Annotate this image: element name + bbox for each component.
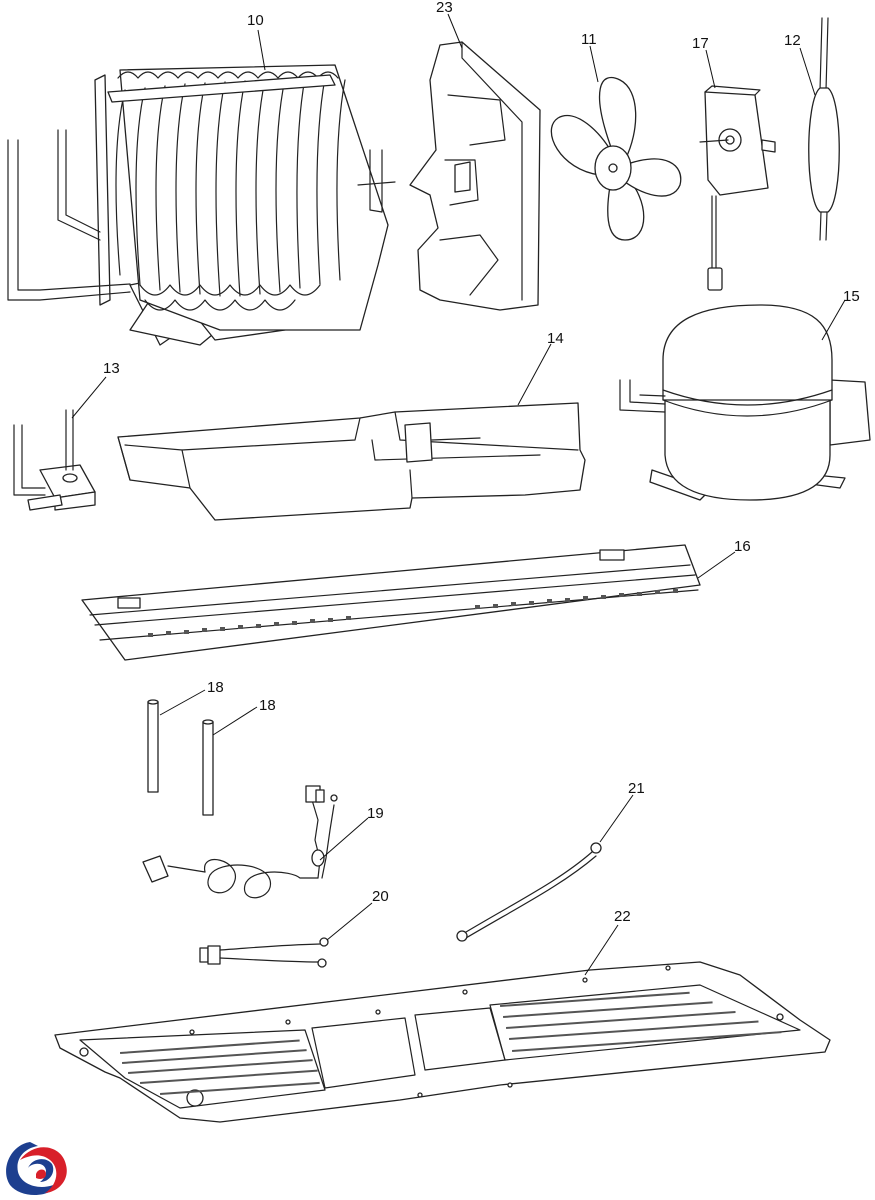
part-23-fan-shroud (409, 41, 541, 311)
callout-23: 23 (436, 0, 453, 16)
part-17-fan-motor (699, 85, 776, 291)
part-21-ground-wire (456, 842, 602, 942)
callout-10: 10 (247, 12, 264, 29)
callout-11: 11 (581, 31, 597, 48)
callout-21: 21 (628, 780, 645, 797)
part-11-fan-blade (550, 76, 682, 241)
callout-18b: 18 (259, 697, 276, 714)
part-19-power-cord (142, 785, 338, 899)
callout-13: 13 (103, 360, 120, 377)
part-10-condenser (7, 64, 396, 346)
part-15-compressor (619, 304, 871, 501)
part-18-tube-b (202, 719, 214, 816)
part-18-tube-a (147, 699, 159, 793)
part-16-rail (81, 544, 701, 661)
callout-17: 17 (692, 35, 709, 52)
callout-15: 15 (843, 288, 860, 305)
callout-18a: 18 (207, 679, 224, 696)
part-12-filter-drier (808, 17, 840, 241)
part-20-wire-harness (199, 937, 329, 968)
callout-14: 14 (547, 330, 564, 347)
callout-22: 22 (614, 908, 631, 925)
brand-swirl-logo (6, 1142, 67, 1196)
part-22-base-plate (54, 961, 831, 1123)
part-14-drain-tray (117, 402, 586, 521)
callout-20: 20 (372, 888, 389, 905)
callout-19: 19 (367, 805, 384, 822)
callout-12: 12 (784, 32, 801, 49)
callout-16: 16 (734, 538, 751, 555)
part-13-valve-bracket (13, 409, 96, 511)
